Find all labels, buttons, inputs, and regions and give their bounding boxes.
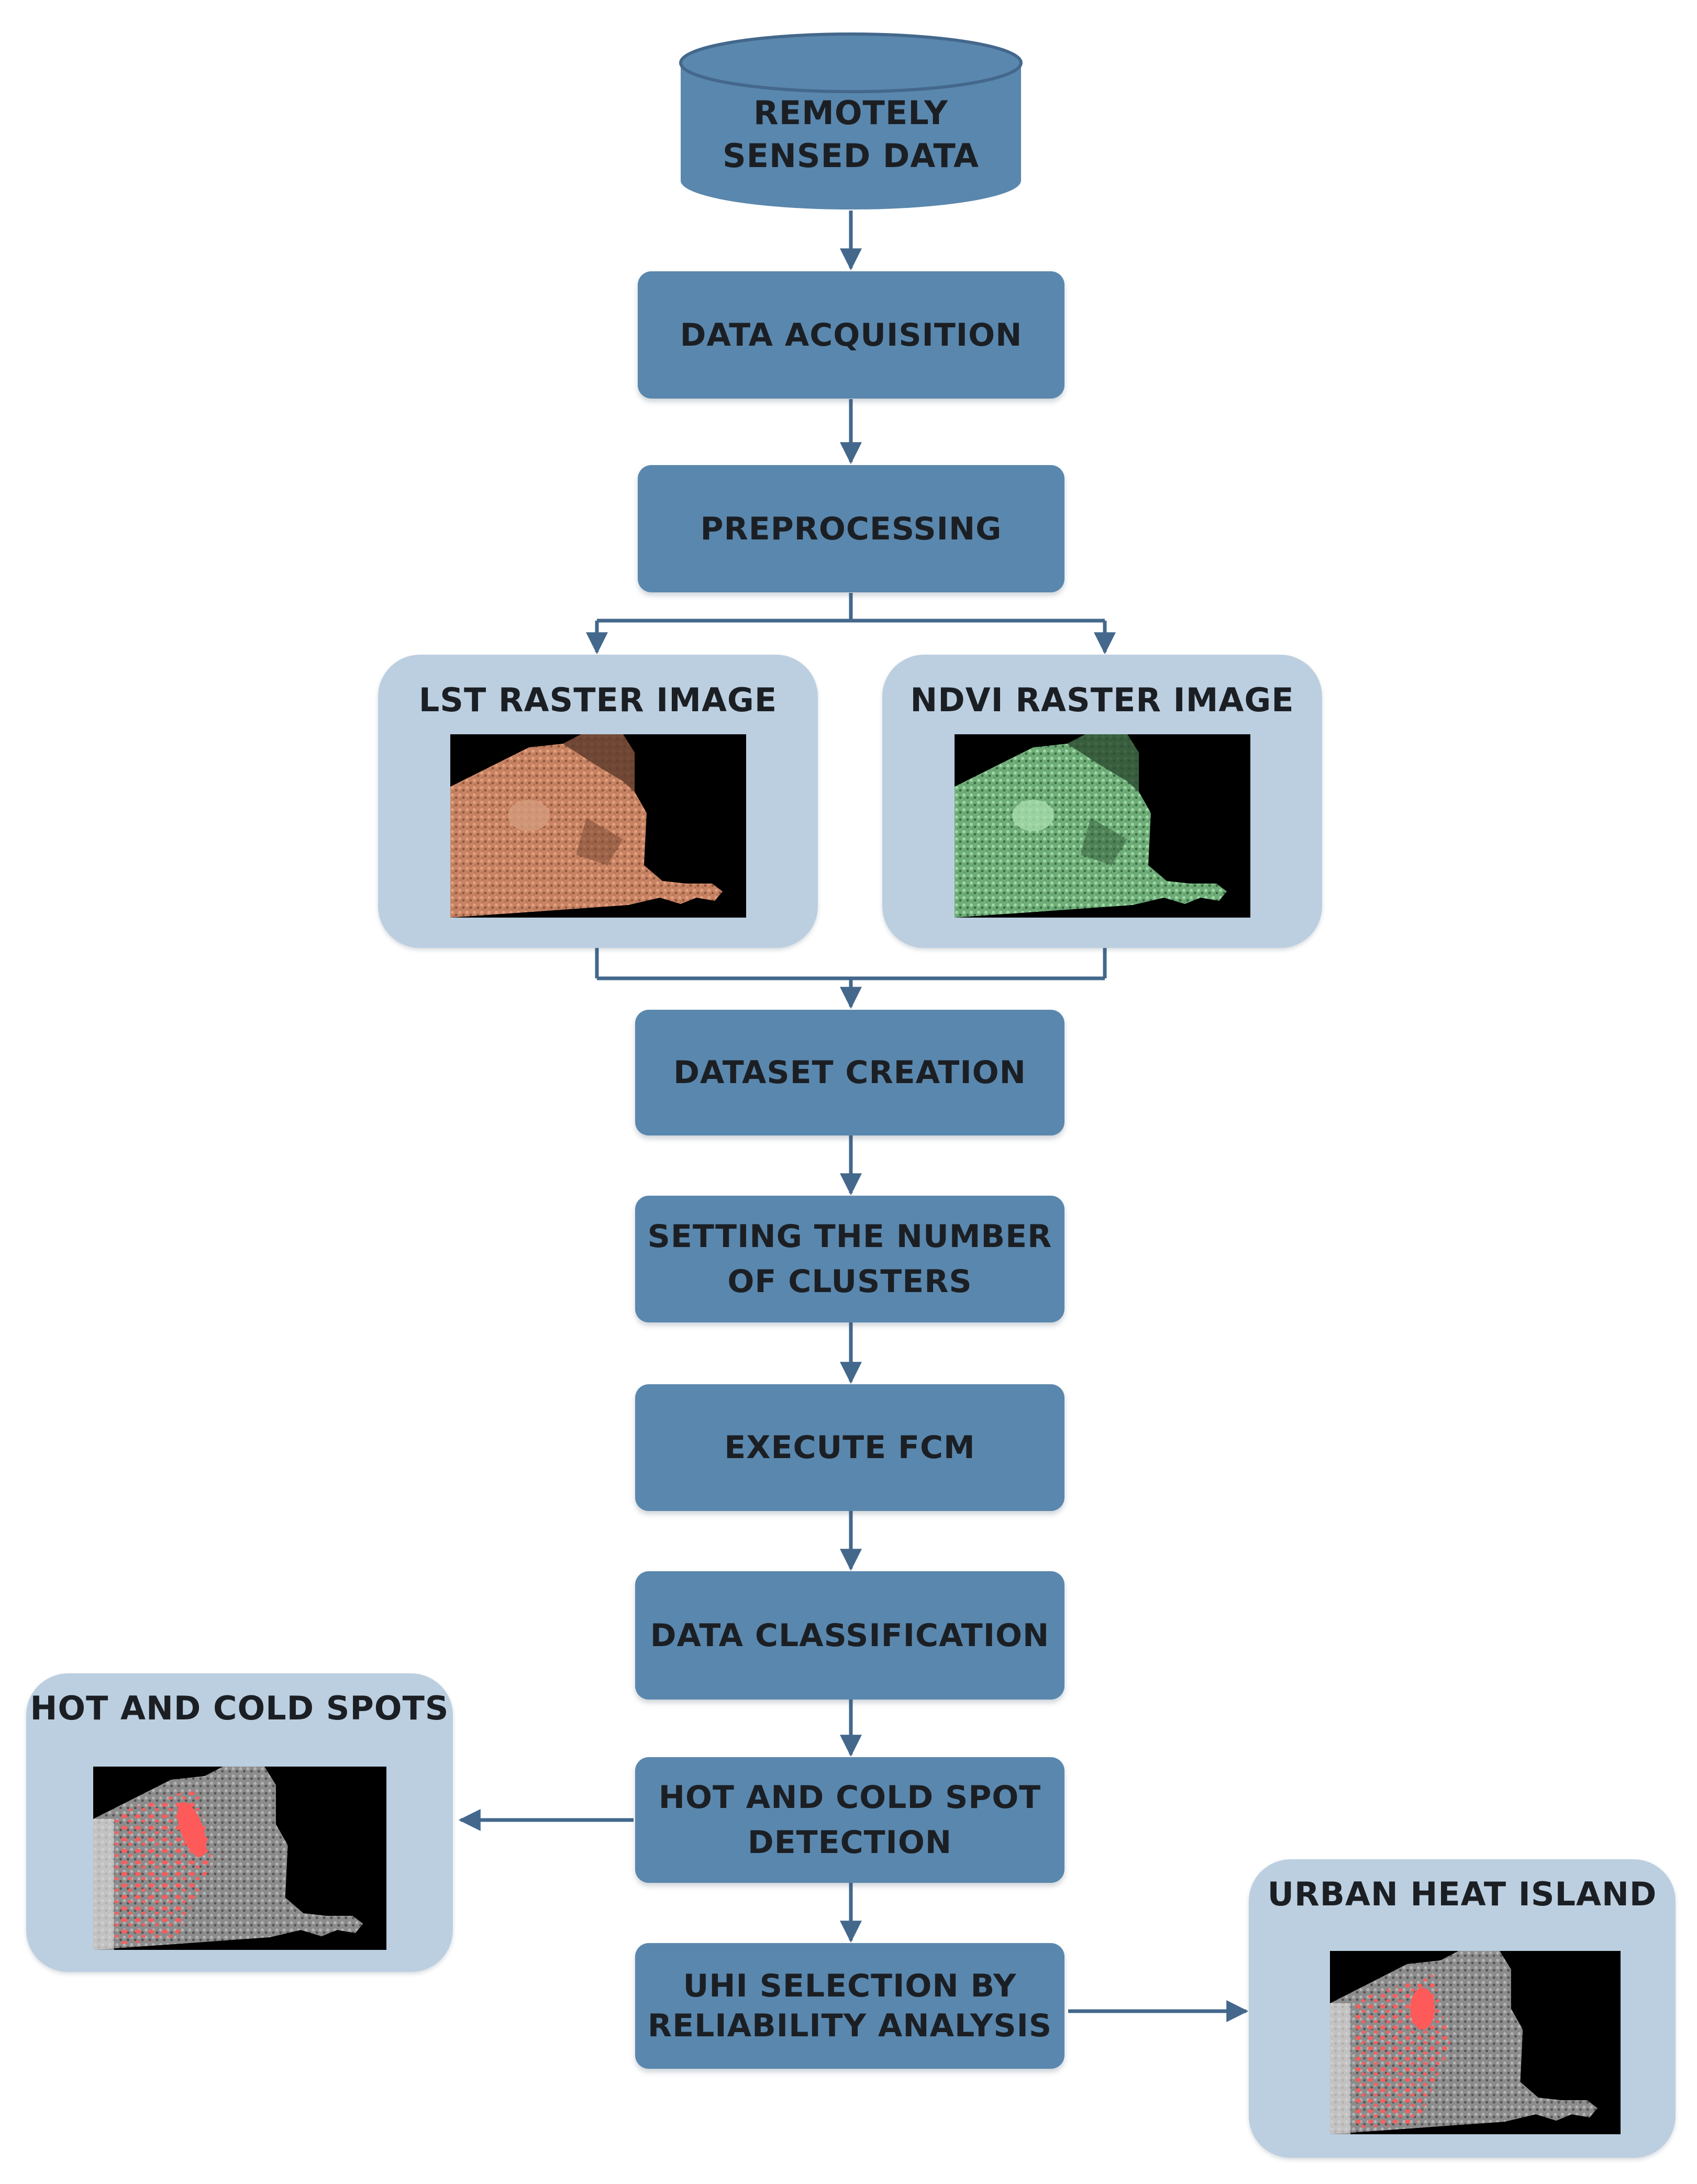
- ndvi-raster-panel: NDVI RASTER IMAGE: [882, 655, 1322, 948]
- step-dataset-creation-label: DATASET CREATION: [673, 1054, 1026, 1091]
- step-data-classification: DATA CLASSIFICATION: [635, 1571, 1064, 1700]
- ndvi-raster-title: NDVI RASTER IMAGE: [910, 681, 1294, 719]
- urban-heat-island-panel: URBAN HEAT ISLAND: [1249, 1859, 1676, 2158]
- step-hot-cold-spot-detection: HOT AND COLD SPOT DETECTION: [635, 1757, 1064, 1883]
- step-setting-number-of-clusters: SETTING THE NUMBER OF CLUSTERS: [635, 1196, 1064, 1322]
- hot-cold-spots-image: [93, 1767, 386, 1950]
- step-dataset-creation: DATASET CREATION: [635, 1010, 1064, 1135]
- lst-raster-title: LST RASTER IMAGE: [418, 681, 778, 719]
- step-data-classification-label: DATA CLASSIFICATION: [650, 1617, 1050, 1654]
- remotely-sensed-data-cylinder: [679, 32, 1023, 209]
- step-uhi-line-2: RELIABILITY ANALYSIS: [647, 2007, 1052, 2044]
- step-uhi-selection: UHI SELECTION BY RELIABILITY ANALYSIS: [635, 1943, 1064, 2069]
- step-data-acquisition: DATA ACQUISITION: [638, 271, 1064, 399]
- step-clusters-line-1: SETTING THE NUMBER: [647, 1218, 1052, 1255]
- urban-heat-island-image: [1330, 1951, 1621, 2134]
- ndvi-raster-image: [955, 734, 1250, 918]
- step-preprocessing-label: PREPROCESSING: [700, 510, 1002, 547]
- lst-raster-panel: LST RASTER IMAGE: [378, 655, 818, 948]
- step-uhi-line-1: UHI SELECTION BY: [683, 1968, 1017, 2004]
- hot-cold-spots-title: HOT AND COLD SPOTS: [30, 1689, 449, 1727]
- remotely-sensed-data-label: REMOTELY SENSED DATA: [681, 92, 1021, 178]
- source-line-2: SENSED DATA: [722, 137, 980, 175]
- source-line-1: REMOTELY: [753, 94, 948, 132]
- lst-raster-image: [450, 734, 746, 918]
- step-detection-line-1: HOT AND COLD SPOT: [658, 1779, 1041, 1816]
- urban-heat-island-title: URBAN HEAT ISLAND: [1267, 1875, 1657, 1913]
- hot-cold-spots-panel: HOT AND COLD SPOTS: [26, 1673, 453, 1972]
- step-data-acquisition-label: DATA ACQUISITION: [680, 316, 1023, 354]
- step-execute-fcm: EXECUTE FCM: [635, 1384, 1064, 1511]
- step-preprocessing: PREPROCESSING: [638, 465, 1064, 592]
- step-detection-line-2: DETECTION: [747, 1824, 952, 1861]
- step-execute-fcm-label: EXECUTE FCM: [724, 1429, 975, 1466]
- step-clusters-line-2: OF CLUSTERS: [727, 1263, 972, 1300]
